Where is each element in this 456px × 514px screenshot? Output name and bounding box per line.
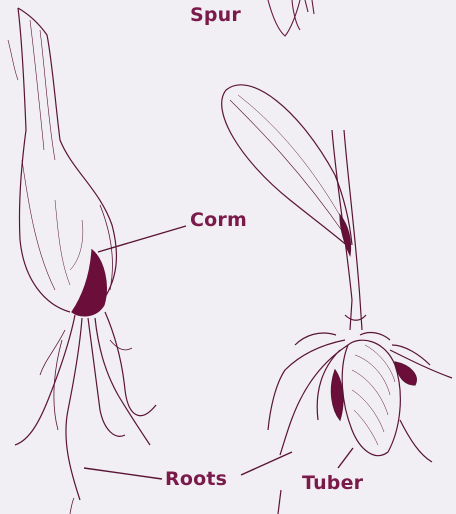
tuber-leader [338,448,353,468]
roots-leader-left [84,468,162,479]
tuber-plant [222,85,452,462]
corm-plant [8,8,156,500]
tuber-label: Tuber [302,472,363,494]
roots-label: Roots [165,468,227,490]
bottom-fragment [70,490,281,514]
spur-fragment [268,0,314,36]
corm-label: Corm [190,209,247,231]
spur-label: Spur [190,4,241,26]
roots-leader-right [241,452,292,475]
corm-leader [98,226,186,252]
leader-lines [84,226,353,479]
